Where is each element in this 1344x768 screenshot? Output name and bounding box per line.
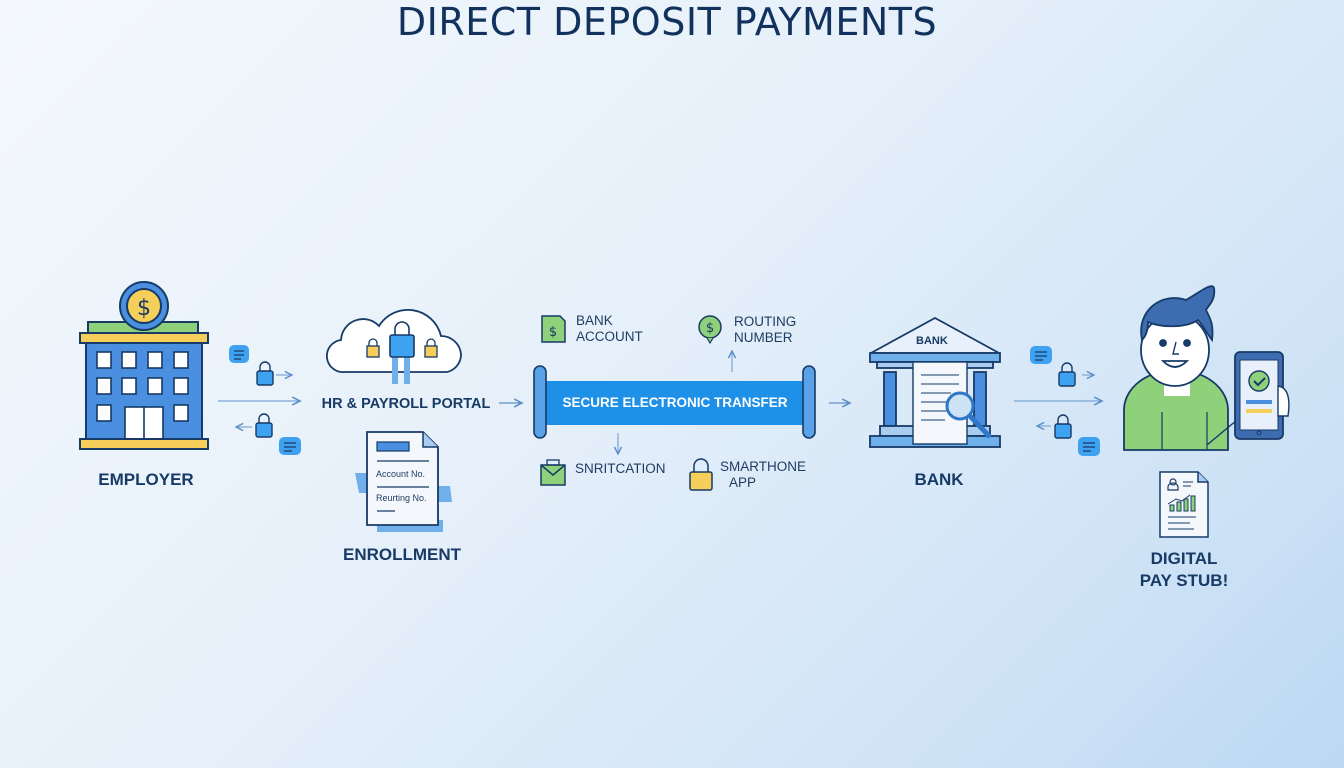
smartphone-lock-icon xyxy=(689,458,713,491)
bank-building-icon xyxy=(869,316,1001,448)
bank-account-line1: BANK xyxy=(576,313,613,328)
bank-account-icon: $ xyxy=(541,315,566,343)
bank-sign-text: BANK xyxy=(916,335,948,347)
digital-pay-stub-icon xyxy=(1159,471,1209,538)
secure-exchange-connector-left xyxy=(218,345,301,455)
svg-text:$: $ xyxy=(549,325,557,340)
smartphone-line1: SMARTHONE xyxy=(720,459,807,474)
notification-label: SNRITCATION xyxy=(575,461,666,476)
person-with-phone-illustration xyxy=(1123,285,1290,451)
employer-building-icon: $ xyxy=(79,281,209,450)
notification-envelope-icon xyxy=(540,459,566,486)
pay-stub-line1: DIGITAL xyxy=(1150,549,1218,568)
routing-line2: NUMBER xyxy=(734,330,793,345)
portal-label: HR & PAYROLL PORTAL xyxy=(321,396,491,412)
svg-text:$: $ xyxy=(137,296,151,321)
employer-label: EMPLOYER xyxy=(98,470,194,489)
routing-line1: ROUTING xyxy=(734,314,797,329)
secure-exchange-connector-right xyxy=(1014,346,1102,456)
digital-pay-stub-label: DIGITAL PAY STUB! xyxy=(1140,548,1229,592)
smartphone-line2: APP xyxy=(729,475,757,490)
account-number-field-label: Account No. xyxy=(376,469,426,479)
bank-account-line2: ACCOUNT xyxy=(576,329,643,344)
svg-text:$: $ xyxy=(706,321,714,336)
page-title: DIRECT DEPOSIT PAYMENTS xyxy=(396,0,938,44)
routing-number-icon: $ xyxy=(698,315,722,345)
pay-stub-line2: PAY STUB! xyxy=(1139,571,1229,590)
enrollment-form-icon xyxy=(355,431,452,532)
routing-number-field-label: Reurting No. xyxy=(376,493,427,503)
cloud-lock-icon xyxy=(326,309,462,384)
bank-label: BANK xyxy=(914,470,964,489)
enrollment-label: ENROLLMENT xyxy=(342,545,462,564)
secure-transfer-label: SECURE ELECTRONIC TRANSFER xyxy=(562,395,788,410)
secure-transfer-tube xyxy=(533,365,816,439)
